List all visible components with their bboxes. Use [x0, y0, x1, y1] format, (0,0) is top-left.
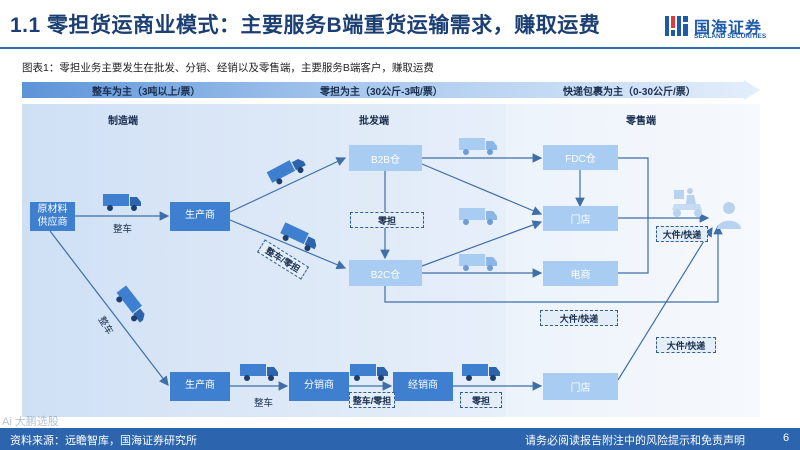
header-divider — [0, 47, 800, 49]
band-label-full-truck: 整车为主（3吨以上/票） — [92, 87, 201, 98]
truck-icon — [459, 254, 497, 271]
label-full-truck-top: 整车 — [113, 224, 133, 235]
node-fdc-warehouse: FDC仓 — [543, 145, 618, 170]
node-b2c-warehouse: B2C仓 — [349, 260, 422, 286]
weight-band-arrow — [22, 80, 760, 100]
sealand-logo-icon — [665, 16, 688, 36]
truck-icon — [462, 364, 500, 381]
label-bulky-express-1: 大件/快递 — [656, 226, 708, 242]
node-producer-bottom: 生产商 — [170, 372, 230, 401]
section-title-retail: 零售端 — [626, 116, 656, 127]
truck-icon — [280, 222, 317, 252]
truck-icon — [116, 285, 145, 323]
node-ecommerce: 电商 — [543, 261, 618, 286]
node-b2b-warehouse: B2B仓 — [349, 145, 422, 171]
node-raw-material-supplier: 原材料 供应商 — [30, 202, 75, 231]
watermark: Ai 大鹏选股 — [2, 416, 59, 428]
node-dealer: 经销商 — [393, 372, 453, 401]
header: 1.1 零担货运商业模式：主要服务B端重货运输需求，赚取运费 国海证券 SEAL… — [0, 0, 800, 49]
page-title: 1.1 零担货运商业模式：主要服务B端重货运输需求，赚取运费 — [10, 14, 601, 37]
section-manufacturing — [22, 104, 268, 417]
node-store-top: 门店 — [543, 206, 618, 231]
figure-caption: 图表1：零担业务主要发生在批发、分销、经销以及零售端，主要服务B端客户，赚取运费 — [22, 62, 434, 74]
logo-text-cn: 国海证券 — [694, 20, 763, 37]
label-ltl-bottom: 零担 — [460, 392, 502, 408]
band-label-express: 快递包裹为主（0-30公斤/票） — [563, 87, 696, 98]
node-store-bottom: 门店 — [543, 373, 618, 400]
truck-icon — [350, 364, 388, 381]
node-producer-top: 生产商 — [170, 202, 230, 231]
band-label-ltl: 零担为主（30公斤-3吨/票） — [320, 87, 443, 98]
page-number: 6 — [783, 432, 790, 444]
footer-disclaimer: 请务必阅读报告附注中的风险提示和免责声明 — [525, 435, 745, 447]
node-distributor: 分销商 — [289, 372, 349, 401]
truck-icon — [240, 364, 278, 381]
delivery-scooter-icon — [672, 188, 702, 217]
truck-icon — [103, 194, 141, 211]
truck-icon — [266, 159, 306, 185]
label-full-truck-bottom: 整车 — [254, 398, 274, 409]
truck-icon — [459, 208, 497, 225]
logo: 国海证券 SEALAND SECURITIES — [664, 14, 794, 44]
section-title-wholesale: 批发端 — [359, 116, 389, 127]
customer-person-icon — [717, 202, 741, 229]
label-bulky-express-3: 大件/快递 — [656, 337, 716, 353]
label-ltl-middle: 零担 — [350, 212, 424, 228]
truck-icon — [459, 138, 497, 155]
footer: 资料来源：远瞻智库，国海证券研究所 请务必阅读报告附注中的风险提示和免责声明 6 — [0, 428, 800, 450]
label-full-or-ltl-bottom: 整车/零担 — [349, 392, 395, 408]
section-title-manufacturing: 制造端 — [108, 116, 138, 127]
logo-text-en: SEALAND SECURITIES — [694, 33, 767, 40]
label-bulky-express-2: 大件/快递 — [540, 310, 618, 326]
footer-source: 资料来源：远瞻智库，国海证券研究所 — [10, 435, 197, 447]
